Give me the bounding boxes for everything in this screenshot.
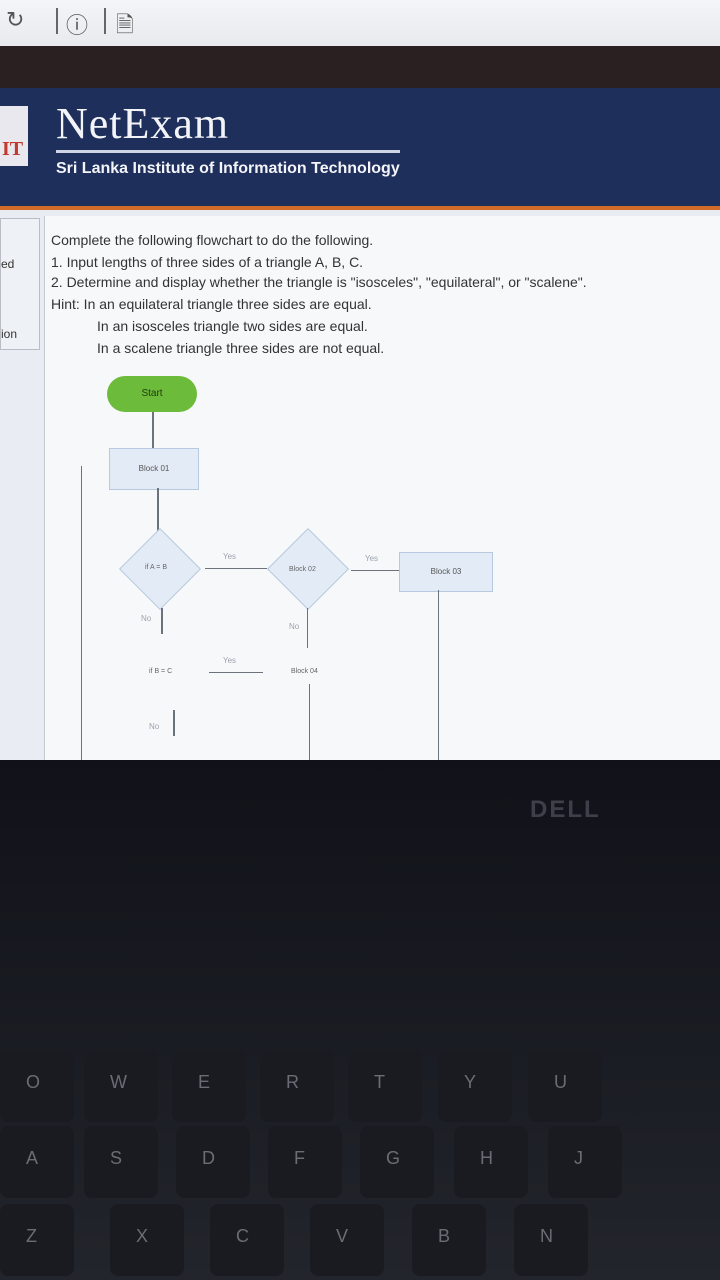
key-b: B [412, 1204, 486, 1276]
connector [309, 684, 310, 760]
no-label: No [149, 722, 160, 731]
monitor-screen: ↻ ⓘ 🗎 IT NetExam Sri Lanka Institute of … [0, 0, 720, 760]
key-e: E [172, 1050, 246, 1122]
key-j: J [548, 1126, 622, 1198]
key-t: T [348, 1050, 422, 1122]
connector [173, 710, 175, 736]
institute-name: Sri Lanka Institute of Information Techn… [56, 160, 400, 177]
decision-2-label: if B = C [149, 668, 173, 675]
top-dark-strip [0, 46, 720, 90]
question-line: In a scalene triangle three sides are no… [97, 340, 385, 356]
connector [351, 570, 399, 571]
block-04-label: Block 04 [291, 668, 318, 675]
question-line: Hint: In an equilateral triangle three s… [51, 296, 372, 312]
key-v: V [310, 1204, 384, 1276]
header-banner: IT NetExam Sri Lanka Institute of Inform… [0, 88, 720, 208]
key-d: D [176, 1126, 250, 1198]
question-line: 1. Input lengths of three sides of a tri… [51, 254, 364, 270]
key-r: R [260, 1050, 334, 1122]
key-c: C [210, 1204, 284, 1276]
key-u: U [528, 1050, 602, 1122]
key-n: N [514, 1204, 588, 1276]
flow-block-01: Block 01 [109, 448, 199, 490]
question-panel: Complete the following flowchart to do t… [44, 216, 720, 760]
question-line: 2. Determine and display whether the tri… [51, 274, 587, 290]
institute-logo: IT [0, 106, 28, 166]
connector [161, 608, 163, 634]
sidebar-item-2[interactable]: ion [1, 327, 18, 341]
dell-logo: DELL [530, 796, 601, 823]
browser-toolbar: ↻ ⓘ 🗎 [0, 0, 720, 47]
reload-icon[interactable]: ↻ [6, 8, 25, 33]
accent-bar [0, 206, 720, 210]
left-connector [81, 466, 82, 760]
laptop-keyboard: DELL O W E R T Y U A S D F G H J Z X C V… [0, 760, 720, 1280]
toolbar-divider [104, 8, 106, 34]
key-y: Y [438, 1050, 512, 1122]
key-s: S [84, 1126, 158, 1198]
connector [152, 412, 154, 448]
no-label: No [141, 614, 152, 623]
brand-underline [56, 150, 400, 153]
info-icon[interactable]: ⓘ [66, 14, 89, 39]
toolbar-divider [56, 8, 58, 34]
key-a: A [0, 1126, 74, 1198]
flow-block-03: Block 03 [399, 552, 493, 592]
yes-label: Yes [223, 656, 237, 665]
yes-label: Yes [223, 552, 237, 561]
decision-1-label: if A = B [145, 564, 167, 571]
no-label: No [289, 622, 300, 631]
flow-start: Start [107, 376, 197, 412]
brand-title: NetExam [56, 99, 230, 148]
question-line: Complete the following flowchart to do t… [51, 232, 374, 248]
key-w: W [84, 1050, 158, 1122]
key-z: Z [0, 1204, 74, 1276]
left-sidebar: ed ion [0, 218, 40, 350]
key-f: F [268, 1126, 342, 1198]
key-x: X [110, 1204, 184, 1276]
yes-label: Yes [365, 554, 379, 563]
sidebar-item-1[interactable]: ed [1, 257, 15, 271]
connector [157, 488, 159, 534]
question-line: In an isosceles triangle two sides are e… [97, 318, 368, 334]
block-02-label: Block 02 [289, 566, 316, 573]
key-h: H [454, 1126, 528, 1198]
logo-text: IT [2, 138, 24, 160]
connector [438, 590, 439, 760]
key-g: G [360, 1126, 434, 1198]
key-o: O [0, 1050, 74, 1122]
connector [307, 608, 308, 648]
tab-icon[interactable]: 🗎 [116, 13, 134, 38]
connector [205, 568, 267, 569]
connector [209, 672, 263, 673]
